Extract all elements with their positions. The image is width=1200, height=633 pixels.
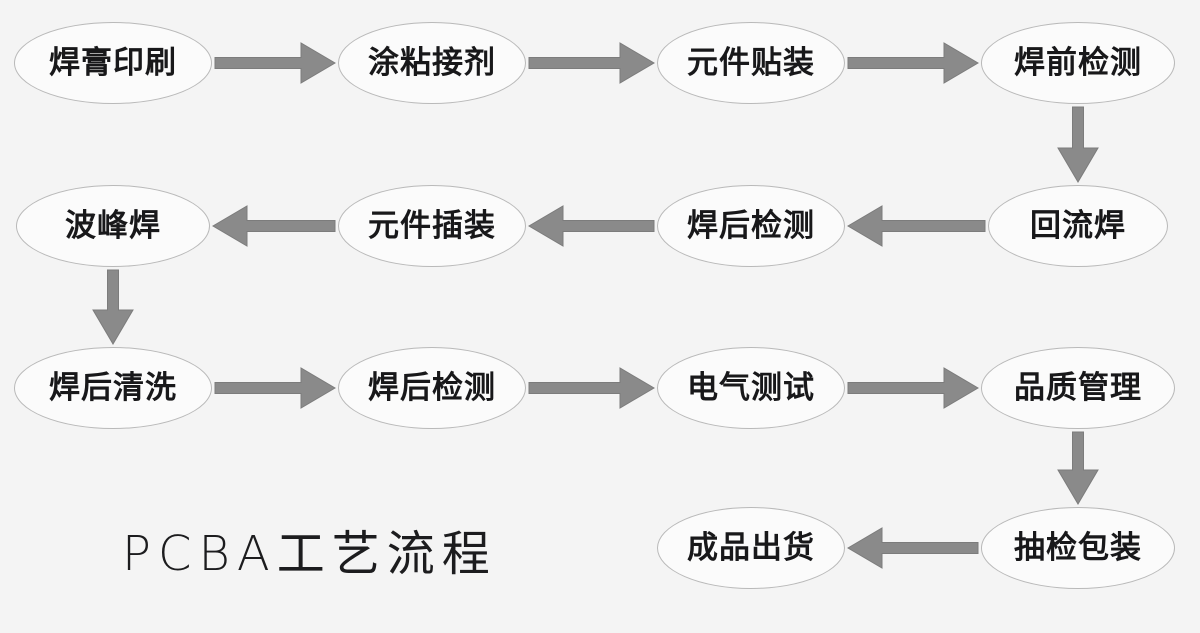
diagram-title: PCBA工艺流程 [122,526,497,582]
flow-node-n2[interactable]: 涂粘接剂 [338,22,526,104]
flow-node-n12[interactable]: 品质管理 [981,347,1175,429]
flow-node-n4[interactable]: 焊前检测 [981,22,1175,104]
flow-node-n5[interactable]: 回流焊 [988,185,1168,267]
flow-node-label: 品质管理 [1014,369,1142,406]
flow-node-n9[interactable]: 焊后清洗 [14,347,212,429]
flow-arrow-n1-to-n2 [214,42,336,84]
flow-node-label: 回流焊 [1030,207,1126,244]
flow-node-label: 焊后清洗 [49,369,177,406]
flow-node-n13[interactable]: 抽检包装 [981,507,1175,589]
flow-arrow-n2-to-n3 [528,42,655,84]
flow-node-n3[interactable]: 元件贴装 [657,22,845,104]
flow-arrow-n6-to-n7 [528,205,655,247]
flow-node-label: 成品出货 [687,529,815,566]
flow-arrow-n5-to-n6 [847,205,986,247]
flow-node-label: 涂粘接剂 [368,44,496,81]
flow-node-label: 波峰焊 [65,207,161,244]
flow-node-label: 焊后检测 [368,369,496,406]
flow-node-n14[interactable]: 成品出货 [657,507,845,589]
flow-node-n11[interactable]: 电气测试 [657,347,845,429]
flow-arrow-n10-to-n11 [528,367,655,409]
flow-node-n1[interactable]: 焊膏印刷 [14,22,212,104]
flow-arrow-n4-to-n5 [1057,106,1099,183]
flow-arrow-n12-to-n13 [1057,431,1099,505]
flow-arrow-n13-to-n14 [847,527,979,569]
flow-arrow-n3-to-n4 [847,42,979,84]
flow-node-label: 焊前检测 [1014,44,1142,81]
flow-node-n7[interactable]: 元件插装 [338,185,526,267]
flow-node-label: 元件贴装 [687,44,815,81]
flow-node-label: 焊后检测 [687,207,815,244]
flow-node-n10[interactable]: 焊后检测 [338,347,526,429]
flow-node-label: 抽检包装 [1014,529,1142,566]
flow-arrow-n9-to-n10 [214,367,336,409]
flow-arrow-n11-to-n12 [847,367,979,409]
flow-node-n8[interactable]: 波峰焊 [16,185,210,267]
flow-arrow-n8-to-n9 [92,269,134,345]
flow-arrow-n7-to-n8 [212,205,336,247]
flow-node-n6[interactable]: 焊后检测 [657,185,845,267]
flow-node-label: 电气测试 [687,369,815,406]
flow-node-label: 元件插装 [368,207,496,244]
flow-node-label: 焊膏印刷 [49,44,177,81]
